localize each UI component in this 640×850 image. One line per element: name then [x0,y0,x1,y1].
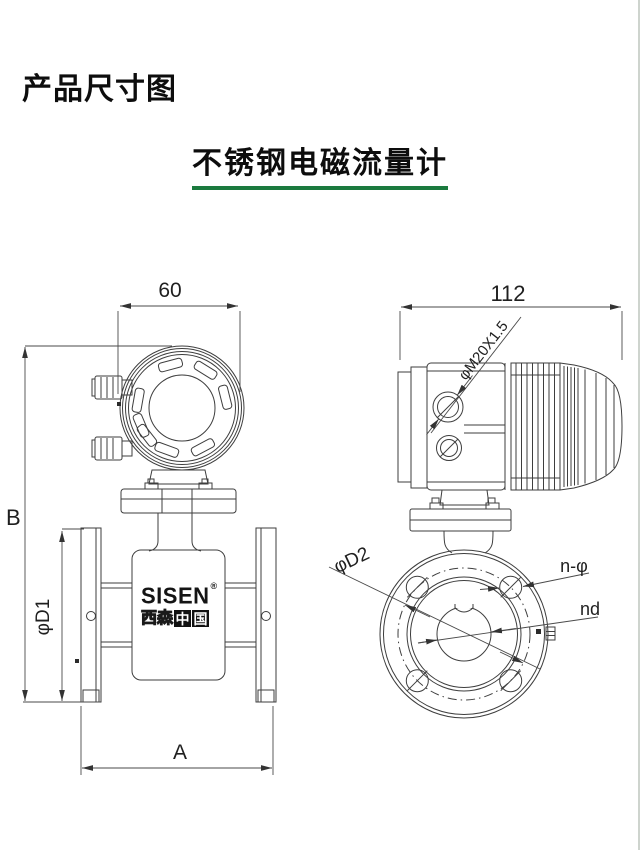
dimension-gland-thread [426,316,522,435]
dimension-B [22,345,172,703]
flange-left [80,527,102,703]
brand-logo-top: SISEN ® [141,581,221,609]
dimension-bore [417,616,599,645]
transmitter-head-side [397,362,623,491]
product-subtitle-wrap: 不锈钢电磁流量计 [0,138,640,190]
cable-glands-front [91,375,133,461]
weld-dots-front [75,402,121,663]
registered-trademark-icon: ® [210,581,218,591]
weld-dots-side [536,629,541,634]
dimension-phiD1 [59,528,84,701]
page-title: 产品尺寸图 [22,73,177,107]
head-neck-and-plate-front [120,469,237,552]
side-view-drawing [379,362,623,719]
dim-label-head-width: 60 [158,279,182,302]
dim-label-height-B: B [6,505,21,530]
pipe-stubs-front [100,582,257,648]
dim-label-flange-diameter: φD1 [33,598,54,636]
page-edge-divider [638,0,640,850]
brand-logo-cn-box-1: 中 [174,610,192,627]
brand-logo-cn-outline: 西森 [140,609,174,627]
head-neck-and-plate-side [409,489,512,554]
dimension-60 [117,303,241,394]
dimension-112 [399,304,623,360]
flange-face-view [379,549,556,719]
dimension-bolt-circle [328,566,541,670]
dimension-A [80,706,274,775]
flange-right [255,527,277,703]
dimension-bolt-holes [479,572,590,592]
transmitter-head-front [119,345,245,471]
dimension-lines [22,303,623,775]
dim-label-length-A: A [172,741,187,764]
brand-logo-bottom: 西森 中 国 [140,609,221,627]
dim-label-bolt-holes: n-φ [560,556,588,576]
brand-logo-cn-box-2: 国 [192,610,210,627]
brand-logo-text: SISEN [141,582,210,609]
product-subtitle: 不锈钢电磁流量计 [192,138,448,190]
dim-label-bore: nd [579,599,601,619]
dim-label-head-length: 112 [490,281,526,306]
brand-logo: SISEN ® 西森 中 国 [140,581,221,627]
front-view-drawing [75,345,277,703]
